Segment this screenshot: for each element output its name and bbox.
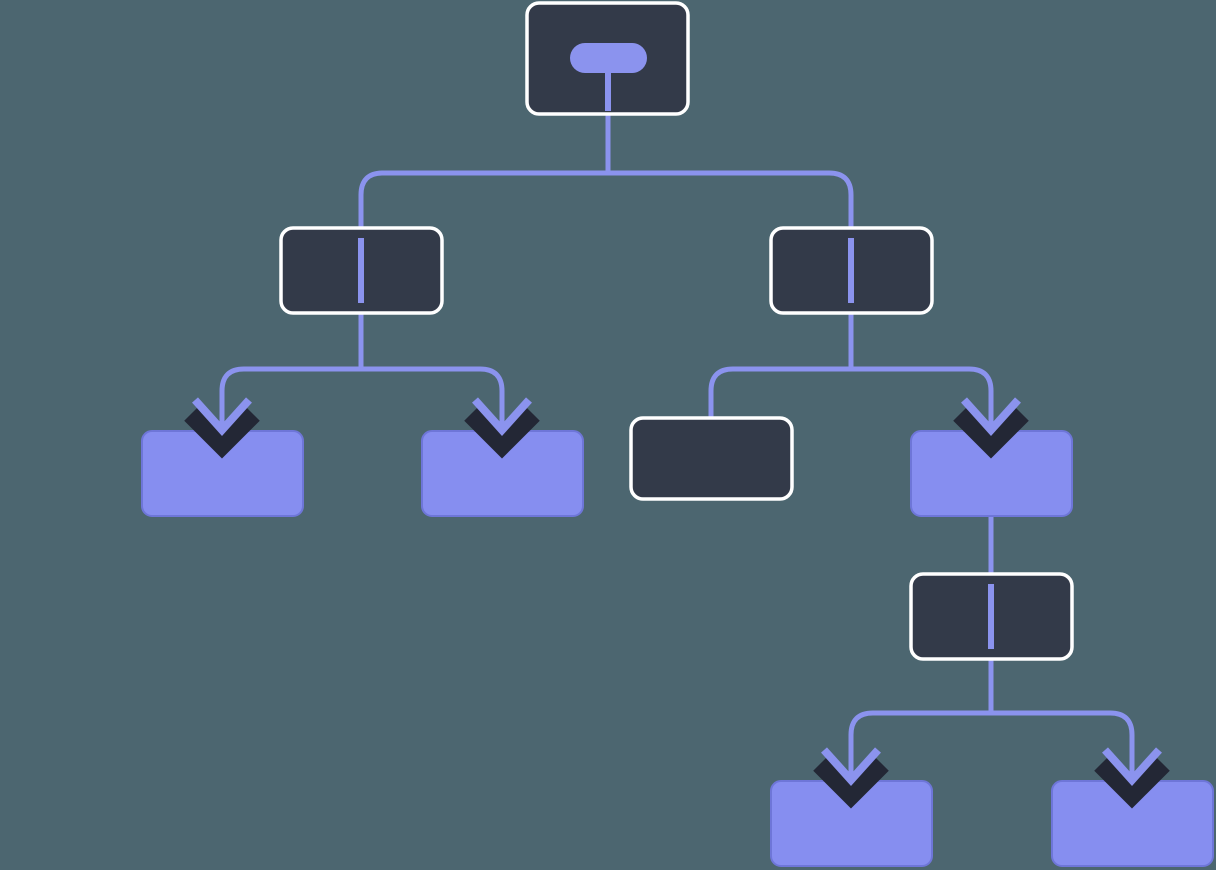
leaf-node-1-arrowhead-light xyxy=(192,397,252,436)
leaf-node-3-arrowhead-dark xyxy=(813,755,889,809)
level2-right-node[interactable] xyxy=(769,226,934,315)
edge-root-to-level2-left xyxy=(358,170,608,238)
leaf-node-3-arrowhead-light xyxy=(821,747,881,786)
level3-dark-node-body[interactable] xyxy=(629,416,794,501)
leaf-node-4-arrowhead-dark xyxy=(1094,755,1170,809)
leaf-node-3-arrowhead xyxy=(813,747,889,809)
edge-root-to-level2-right xyxy=(608,170,854,238)
level3-light-node-arrowhead xyxy=(953,397,1029,459)
level4-dark-node[interactable] xyxy=(909,572,1074,661)
root-node-inner-pill xyxy=(570,43,647,73)
edge-level2-right-to-level3-light xyxy=(851,366,994,443)
leaf-node-2-arrowhead xyxy=(464,397,540,459)
edge-level4-to-leaf-4 xyxy=(991,710,1135,793)
leaf-node-2-arrowhead-dark xyxy=(464,405,540,459)
root-node[interactable] xyxy=(525,1,690,116)
level3-dark-node[interactable] xyxy=(629,416,794,501)
level4-dark-node-inner-line xyxy=(988,584,994,649)
arrowheads-group xyxy=(184,397,1170,809)
edge-level2-right-to-level3-dark xyxy=(708,366,851,418)
level2-left-node[interactable] xyxy=(279,226,444,315)
leaf-node-1-arrowhead-dark xyxy=(184,405,260,459)
leaf-node-4-arrowhead-light xyxy=(1102,747,1162,786)
edge-level2-left-to-leaf-1 xyxy=(219,366,361,443)
level2-left-node-inner-line xyxy=(358,238,364,303)
level3-light-node-arrowhead-light xyxy=(961,397,1021,436)
level2-right-node-inner-line xyxy=(848,238,854,303)
root-node-inner-stem xyxy=(605,73,611,111)
leaf-node-4-arrowhead xyxy=(1094,747,1170,809)
level3-light-node-arrowhead-dark xyxy=(953,405,1029,459)
leaf-node-2-arrowhead-light xyxy=(472,397,532,436)
edge-level2-left-to-leaf-2 xyxy=(361,366,505,443)
edge-level4-to-leaf-3 xyxy=(848,710,991,793)
nodes-group xyxy=(141,1,1214,867)
leaf-node-1-arrowhead xyxy=(184,397,260,459)
